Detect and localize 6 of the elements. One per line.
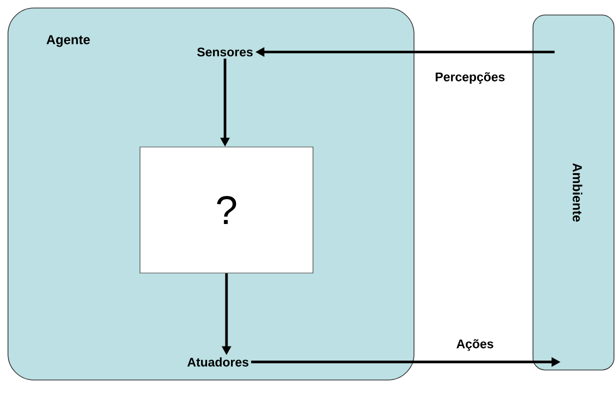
- edge-label: Ações: [456, 339, 494, 351]
- label-text: Atuadores: [187, 357, 248, 367]
- environment-panel: Ambiente: [532, 14, 614, 370]
- label-text: Sensores: [197, 48, 253, 56]
- process-box: ?: [140, 146, 314, 274]
- edge-label: Percepções: [436, 72, 505, 84]
